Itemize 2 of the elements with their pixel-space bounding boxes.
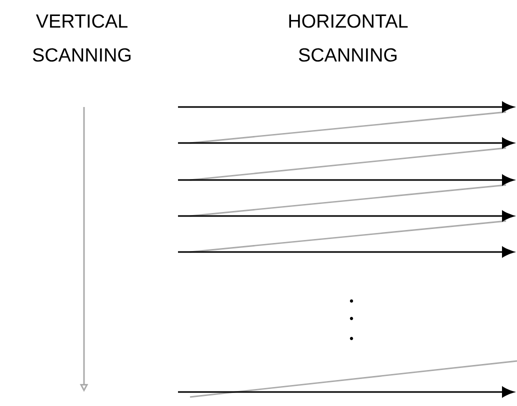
- heading: HORIZONTAL SCANNING: [289, 14, 408, 62]
- heading: VERTICAL SCANNING: [32, 14, 131, 62]
